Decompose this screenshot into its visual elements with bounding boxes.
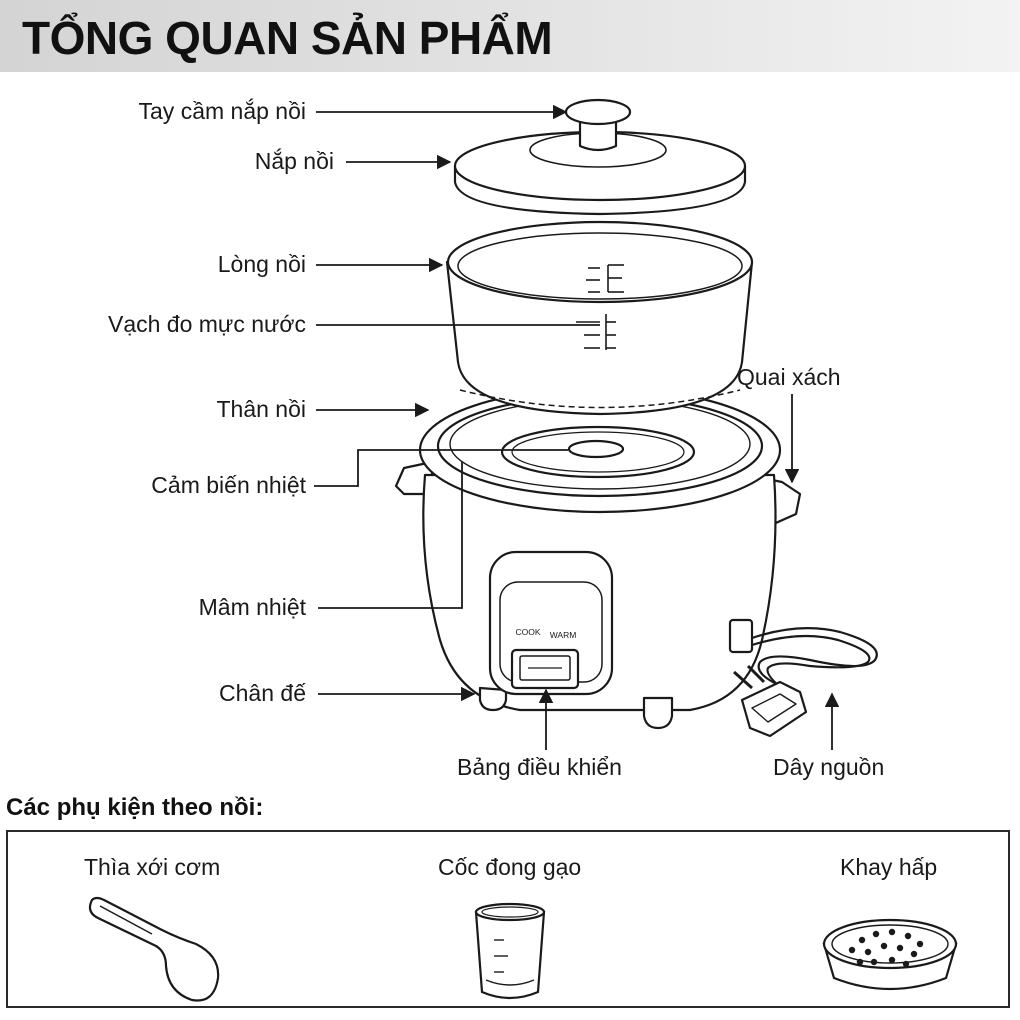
label-inner-pot: Lòng nồi [217,251,306,277]
leader-heating-plate [318,462,463,609]
accessories-heading: Các phụ kiện theo nồi: [6,794,264,821]
foot-left [478,686,508,712]
label-power-cord: Dây nguồn [773,754,885,780]
label-lid-handle: Tay cầm nắp nồi [138,98,306,124]
page-title: TỔNG QUAN SẢN PHẨM [22,12,553,64]
label-thermal-sensor: Cảm biến nhiệt [151,472,306,498]
panel-warm-text: WARM [550,630,577,640]
accessories-box [6,830,1010,1008]
lid [453,98,747,216]
accessory-label-measuring-cup: Cốc đong gạo [438,854,582,880]
thermal-sensor [567,439,625,459]
panel-cook-text: COOK [515,627,540,637]
inner-pot [445,220,754,416]
label-lid: Nắp nồi [254,148,334,174]
power-cord [751,627,878,697]
switch-frame [510,648,580,690]
title-banner: TỔNG QUAN SẢN PHẨM [0,0,1020,72]
measuring-cup-icon [474,902,546,1000]
water-level-marks [576,264,624,350]
accessory-label-steamer-tray: Khay hấp [840,854,938,880]
label-carry-handle: Quai xách [737,364,841,390]
steamer-tray-icon [822,918,958,991]
accessory-label-rice-paddle: Thìa xới cơm [84,854,221,880]
leader-thermal-sensor [314,449,568,487]
power-plug [733,664,808,738]
label-base: Chân đế [219,680,306,706]
label-body: Thân nồi [216,396,306,422]
label-water-level: Vạch đo mực nước [107,311,306,337]
label-heating-plate: Mâm nhiệt [198,594,306,620]
rice-paddle-icon [88,896,220,1002]
label-control-panel: Bảng điều khiển [457,754,622,780]
lid-knob [578,116,618,152]
foot-front [642,696,674,730]
cooker-body [394,386,802,730]
